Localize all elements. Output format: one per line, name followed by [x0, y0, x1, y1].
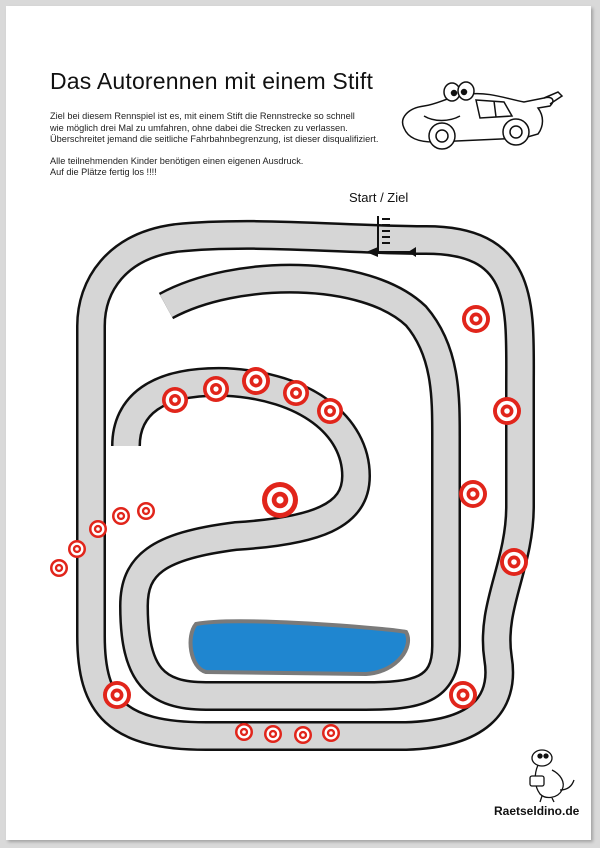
- intro-line: Alle teilnehmenden Kinder benötigen eine…: [50, 155, 304, 166]
- targets: [50, 305, 528, 744]
- target-icon: [89, 520, 107, 538]
- brand-label: Raetseldino.de: [494, 804, 580, 818]
- target-icon: [294, 726, 312, 744]
- target-icon: [137, 502, 155, 520]
- target-icon: [500, 548, 528, 576]
- start-finish-line: [377, 216, 390, 252]
- race-track: [50, 216, 536, 751]
- target-icon: [50, 559, 68, 577]
- target-icon: [235, 723, 253, 741]
- target-icon: [68, 540, 86, 558]
- direction-arrow-icon: [366, 247, 416, 257]
- target-icon: [103, 681, 131, 709]
- target-icon: [317, 398, 343, 424]
- intro-text: Ziel bei diesem Rennspiel ist es, mit ei…: [50, 111, 390, 189]
- page-title: Das Autorennen mit einem Stift: [50, 68, 374, 94]
- worksheet-page: Das Autorennen mit einem Stift Ziel bei …: [6, 6, 591, 840]
- intro-paragraph-2: Alle teilnehmenden Kinder benötigen eine…: [50, 156, 390, 179]
- dino-mascot-icon: [529, 749, 575, 803]
- intro-line: Ziel bei diesem Rennspiel ist es, mit ei…: [50, 111, 355, 121]
- target-icon: [242, 367, 270, 395]
- target-icon: [264, 725, 282, 743]
- target-icon: [283, 380, 309, 406]
- target-icon: [493, 397, 521, 425]
- target-icon: [462, 305, 490, 333]
- target-icon: [112, 507, 130, 525]
- target-icon: [459, 480, 487, 508]
- target-icon: [203, 376, 229, 402]
- intro-line: Auf die Plätze fertig los !!!!: [50, 167, 157, 177]
- intro-line: wie möglich drei Mal zu umfahren, ohne d…: [50, 122, 348, 133]
- track-surface: [78, 222, 533, 749]
- target-icon: [322, 724, 340, 742]
- target-icon: [262, 482, 298, 518]
- lake: [188, 619, 410, 677]
- start-finish-label: Start / Ziel: [349, 190, 409, 205]
- cartoon-race-car-icon: [402, 81, 564, 150]
- target-icon: [449, 681, 477, 709]
- intro-paragraph-1: Ziel bei diesem Rennspiel ist es, mit ei…: [50, 111, 390, 146]
- intro-line: Überschreitet jemand die seitliche Fahrb…: [50, 134, 379, 144]
- target-icon: [162, 387, 188, 413]
